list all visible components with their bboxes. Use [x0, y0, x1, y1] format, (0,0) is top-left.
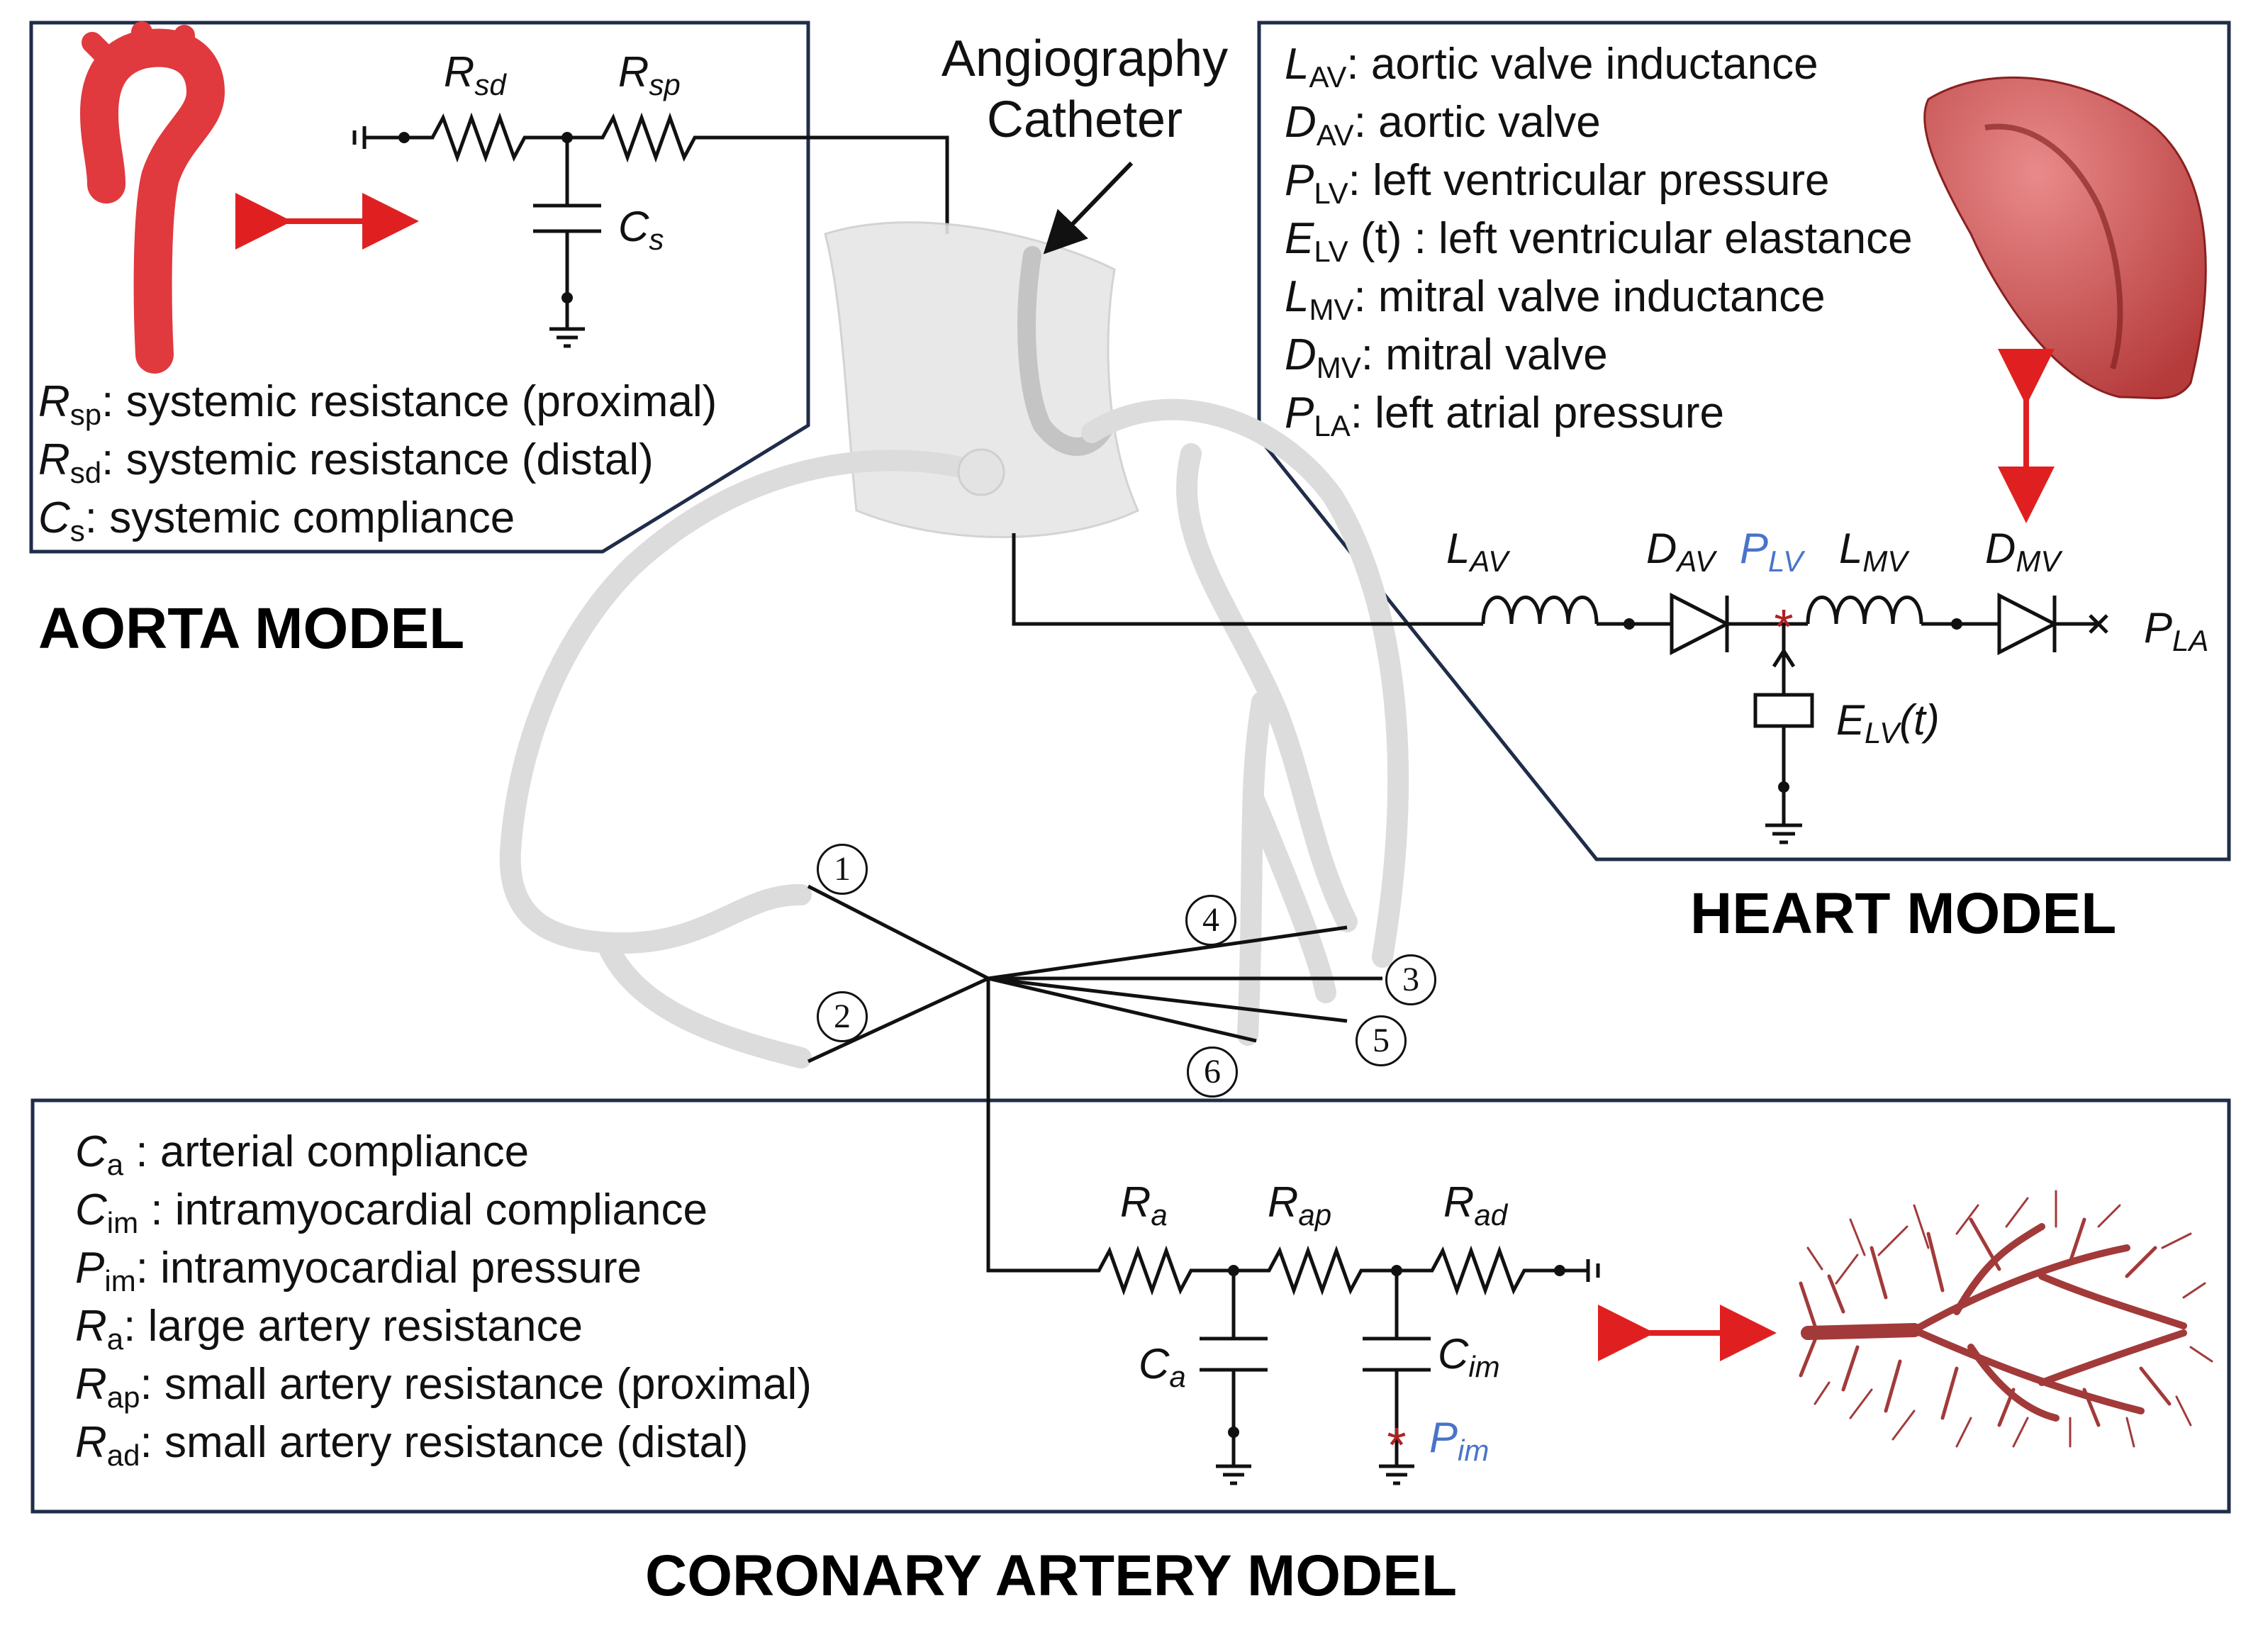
aorta-legend-rsd: Rsd: systemic resistance (distal) — [38, 435, 654, 489]
aorta-legend-rsp: Rsp: systemic resistance (proximal) — [38, 377, 717, 431]
coronary-vessels — [499, 398, 1409, 1068]
outlet-marker-5: 5 — [1356, 1015, 1407, 1066]
outlet-leader-lines — [807, 884, 1382, 1273]
aorta-icon — [79, 21, 225, 374]
coronary-legend-rad: Rad: small artery resistance (distal) — [75, 1418, 749, 1472]
label-c-a: Ca — [1139, 1340, 1186, 1393]
heart-circuit-nodes — [1624, 618, 1962, 793]
coronary-ostium — [957, 448, 1005, 496]
pressure-im-marker: * — [1387, 1417, 1406, 1473]
label-l-av: LAV — [1446, 525, 1509, 578]
outlet-marker-6: 6 — [1187, 1047, 1238, 1098]
heart-legend-plv: PLV: left ventricular pressure — [1285, 156, 1830, 210]
aorta-circuit — [352, 112, 949, 348]
heart-legend-dmv: DMV: mitral valve — [1285, 330, 1608, 384]
heart-legend-elv: ELV (t) : left ventricular elastance — [1285, 214, 1913, 268]
label-c-s: Cs — [618, 203, 664, 256]
label-d-mv: DMV — [1985, 525, 2061, 578]
coronary-circuit-nodes — [1228, 1265, 1565, 1438]
coronary-legend-rap: Rap: small artery resistance (proximal) — [75, 1360, 812, 1414]
aorta-legend-cs: Cs: systemic compliance — [38, 493, 515, 547]
pressure-lv-marker: * — [1774, 599, 1793, 654]
label-r-a: Ra — [1120, 1178, 1168, 1232]
outlet-marker-1: 1 — [817, 844, 868, 895]
heart-model-heading: HEART MODEL — [1690, 881, 2117, 946]
catheter-label: Angiography Catheter — [915, 28, 1255, 151]
coronary-model-frame — [30, 1098, 2231, 1514]
outlet-marker-3: 3 — [1385, 954, 1436, 1005]
heart-legend-dav: DAV: aortic valve — [1285, 98, 1601, 152]
label-e-lv: ELV(t) — [1836, 696, 1940, 749]
outlet-marker-2: 2 — [817, 991, 868, 1042]
catheter-label-line2: Catheter — [986, 91, 1183, 149]
outlet-marker-4: 4 — [1185, 895, 1236, 946]
heart-legend-lav: LAV: aortic valve inductance — [1285, 40, 1818, 94]
catheter-tube — [1017, 246, 1115, 456]
catheter-label-line1: Angiography — [941, 30, 1229, 87]
coronary-legend-ra: Ra: large artery resistance — [75, 1302, 583, 1356]
heart-elastance-arrow — [1772, 647, 1796, 668]
coronary-tree-icon — [1799, 1190, 2213, 1448]
aorta-model-heading: AORTA MODEL — [38, 596, 465, 661]
aorta-model-frame — [29, 21, 810, 554]
label-l-mv: LMV — [1839, 525, 1908, 578]
label-d-av: DAV — [1646, 525, 1716, 578]
heart-model-frame — [1257, 21, 2231, 861]
coronary-legend-pim: Pim: intramyocardial pressure — [75, 1244, 642, 1297]
label-p-lv: PLV — [1740, 525, 1804, 578]
coronary-model-heading: CORONARY ARTERY MODEL — [645, 1544, 1458, 1608]
coronary-circuit — [1085, 1245, 1600, 1485]
label-r-ap: Rap — [1268, 1178, 1332, 1232]
coronary-legend-ca: Ca : arterial compliance — [75, 1127, 530, 1181]
aorta-circuit-nodes — [398, 132, 573, 303]
catheter-pointer-arrow — [1043, 161, 1134, 255]
label-p-im: Pim — [1429, 1414, 1490, 1467]
heart-legend-lmv: LMV: mitral valve inductance — [1285, 272, 1826, 326]
coronary-legend-cim: Cim : intramyocardial compliance — [75, 1185, 708, 1239]
heart-circuit — [1012, 533, 2108, 844]
label-p-la: PLA — [2144, 604, 2209, 657]
label-r-ad: Rad — [1443, 1178, 1508, 1232]
heart-icon — [1923, 76, 2207, 400]
label-c-im: Cim — [1438, 1330, 1500, 1383]
label-r-sd: Rsd — [444, 48, 506, 101]
heart-legend-pla: PLA: left atrial pressure — [1285, 389, 1724, 442]
label-r-sp: Rsp — [618, 48, 681, 101]
